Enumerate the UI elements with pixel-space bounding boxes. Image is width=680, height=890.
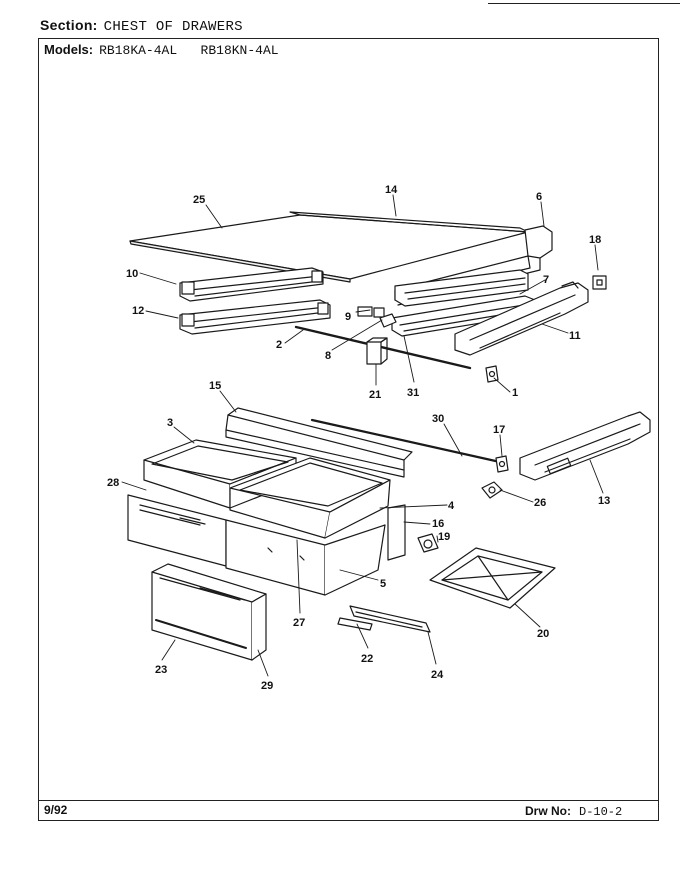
drawer-side-plate	[387, 504, 406, 561]
callout-29: 29	[261, 680, 273, 692]
callout-1: 1	[512, 387, 518, 399]
callout-2: 2	[276, 339, 282, 351]
left-drawer-front	[127, 494, 227, 567]
rail-side-bracket	[592, 275, 607, 290]
drawing-frame	[38, 38, 659, 821]
callout-3: 3	[167, 417, 173, 429]
callout-27: 27	[293, 617, 305, 629]
callout-10: 10	[126, 268, 138, 280]
drawer-rod	[310, 418, 502, 464]
callout-16: 16	[432, 518, 444, 530]
callout-26: 26	[534, 497, 546, 509]
drawing-number: Drw No: D-10-2	[525, 804, 622, 819]
callout-13: 13	[598, 495, 610, 507]
slide-clip	[495, 455, 509, 473]
models-value: RB18KA-4AL RB18KN-4AL	[99, 43, 279, 58]
right-lower-drawer	[225, 519, 386, 596]
right-support-rail	[454, 281, 589, 356]
revision-date: 9/92	[44, 803, 68, 817]
leader-lines	[121, 194, 604, 677]
cross-rod	[294, 325, 472, 370]
right-crisper-drawer	[229, 457, 391, 539]
callout-18: 18	[589, 234, 601, 246]
callout-15: 15	[209, 380, 221, 392]
drawing-label: Drw No:	[525, 804, 571, 818]
callout-30: 30	[432, 413, 444, 425]
lower-slide-stop	[337, 617, 373, 631]
callout-8: 8	[325, 350, 331, 362]
callout-6: 6	[536, 191, 542, 203]
slide-bracket	[357, 306, 385, 318]
callout-labels: 25 14 6 18 10 12 7 9 8 2 21 31 1 11 15 3…	[107, 184, 610, 692]
callout-14: 14	[385, 184, 398, 196]
callout-17: 17	[493, 424, 505, 436]
callout-28: 28	[107, 477, 119, 489]
bracket-clip	[379, 313, 397, 328]
lower-front-panel	[151, 563, 267, 661]
section-value: CHEST OF DRAWERS	[103, 19, 243, 35]
models-label: Models:	[44, 42, 94, 57]
callout-20: 20	[537, 628, 549, 640]
callout-9: 9	[345, 311, 351, 323]
left-upper-slide	[179, 267, 324, 302]
top-rule	[488, 3, 680, 4]
callout-11: 11	[569, 330, 581, 342]
footer-rule	[38, 800, 659, 801]
section-heading: Section: CHEST OF DRAWERS	[40, 17, 243, 35]
drawer-tray-frame	[429, 547, 556, 609]
drawer-cam	[417, 533, 439, 553]
callout-21: 21	[369, 389, 381, 401]
lower-drawer-slide	[349, 605, 431, 633]
callout-19: 19	[438, 531, 450, 543]
left-lower-slide	[179, 299, 331, 335]
rail-end-cap	[366, 337, 388, 365]
callout-22: 22	[361, 653, 373, 665]
drawing-number-value: D-10-2	[579, 805, 623, 819]
callout-4: 4	[448, 500, 455, 512]
callout-23: 23	[155, 664, 167, 676]
callout-12: 12	[132, 305, 144, 317]
section-label: Section:	[40, 17, 98, 33]
rail-mounting-clip	[485, 365, 499, 383]
callout-31: 31	[407, 387, 419, 399]
models-heading: Models: RB18KA-4AL RB18KN-4AL	[44, 42, 279, 58]
callout-24: 24	[431, 669, 444, 681]
callout-7: 7	[543, 274, 549, 286]
callout-5: 5	[380, 578, 386, 590]
callout-25: 25	[193, 194, 205, 206]
drawer-support-rail	[519, 411, 651, 481]
drawer-roller	[481, 481, 503, 499]
